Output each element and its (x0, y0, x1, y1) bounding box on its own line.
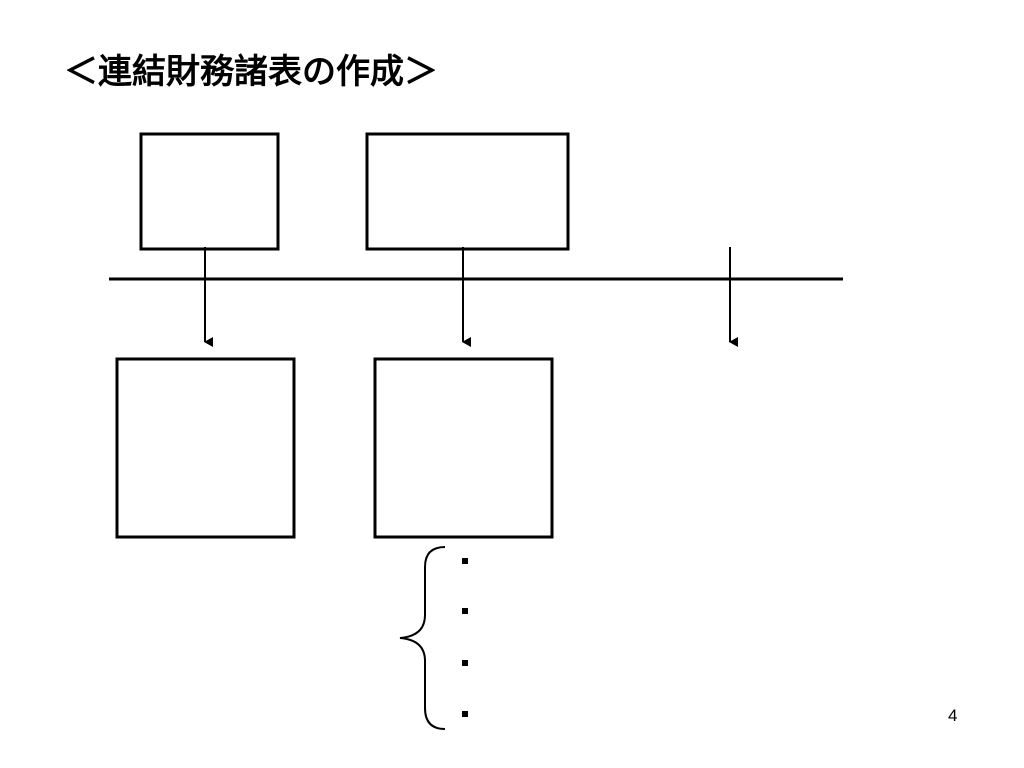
top-box-middle (365, 132, 570, 251)
slide-title: ＜連結財務諸表の作成＞ (64, 52, 438, 92)
page-number: 4 (948, 706, 958, 725)
bullet-dot-3 (462, 660, 468, 666)
top-box-left (139, 132, 280, 251)
bullet-dot-1 (462, 558, 468, 564)
bullet-dot-4 (462, 711, 468, 717)
bottom-box-middle (373, 357, 554, 539)
bottom-box-left (115, 357, 296, 539)
curly-brace (399, 546, 446, 730)
bullet-dot-2 (462, 608, 468, 614)
